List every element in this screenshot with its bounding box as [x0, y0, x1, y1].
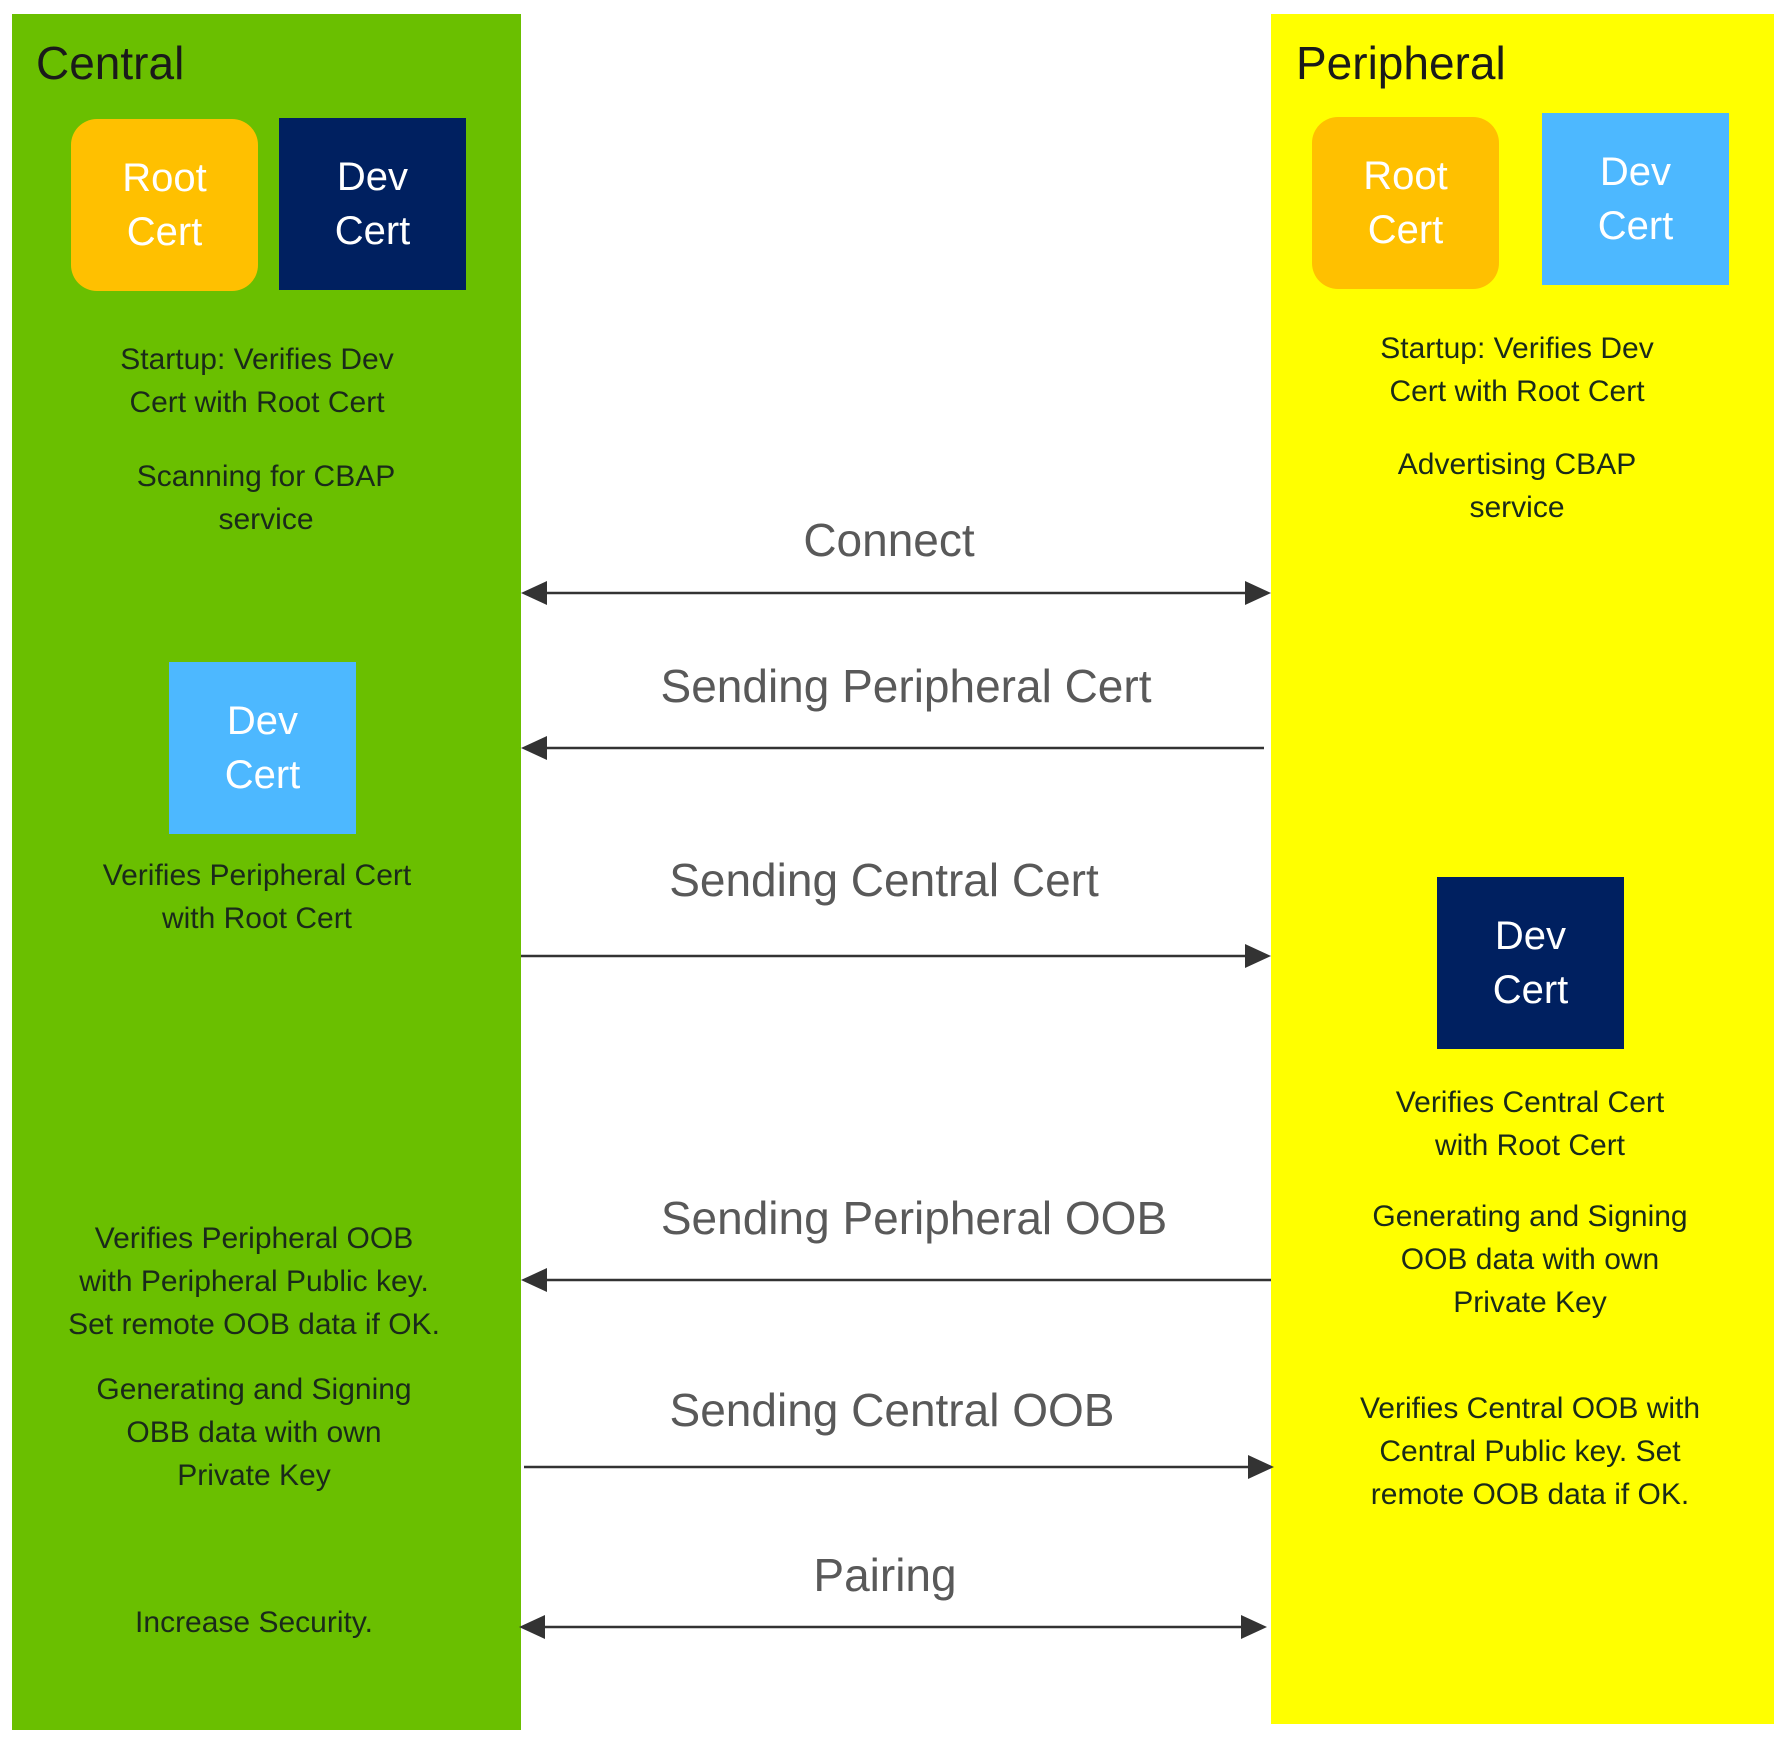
central-received-dev-cert: Dev Cert [169, 662, 356, 834]
peripheral-generate-oob-note: Generating and Signing OOB data with own… [1330, 1195, 1730, 1324]
central-generate-oob-line2: OBB data with own [126, 1416, 382, 1449]
central-verify-cert-line2: with Root Cert [161, 902, 353, 935]
central-verify-oob-line2: with Peripheral Public key. [79, 1265, 429, 1298]
message-label-sending-peripheral-cert: Sending Peripheral Cert [660, 660, 1152, 712]
central-verify-cert-note: Verifies Peripheral Cert with Root Cert [57, 854, 457, 940]
central-scanning-line2: service [218, 503, 314, 536]
arrowhead-right [1245, 944, 1271, 968]
central-verify-cert-line1: Verifies Peripheral Cert [102, 859, 412, 892]
central-increase-security-note: Increase Security. [135, 1606, 373, 1639]
central-dev-cert-line2: Cert [334, 209, 411, 253]
arrow-sending-peripheral-oob [521, 1268, 1271, 1292]
central-startup-line2: Cert with Root Cert [129, 386, 385, 419]
peripheral-advertising-line2: service [1469, 491, 1565, 524]
peripheral-generate-oob-line1: Generating and Signing [1372, 1200, 1688, 1233]
peripheral-root-cert: Root Cert [1312, 117, 1499, 289]
peripheral-received-cert-line1: Dev [1494, 914, 1567, 958]
central-generate-oob-line3: Private Key [177, 1459, 331, 1492]
central-received-cert-line2: Cert [224, 753, 301, 797]
peripheral-advertising-line1: Advertising CBAP [1397, 448, 1637, 481]
peripheral-verify-oob-note: Verifies Central OOB with Central Public… [1320, 1387, 1740, 1516]
central-startup-line1: Startup: Verifies Dev [120, 343, 394, 376]
arrowhead-left [521, 736, 547, 760]
peripheral-verify-oob-line3: remote OOB data if OK. [1370, 1478, 1690, 1511]
peripheral-startup-note: Startup: Verifies Dev Cert with Root Cer… [1317, 327, 1717, 413]
central-root-cert-line1: Root [122, 156, 207, 200]
peripheral-generate-oob-line3: Private Key [1453, 1286, 1607, 1319]
peripheral-startup-line1: Startup: Verifies Dev [1380, 332, 1654, 365]
central-generate-oob-line1: Generating and Signing [96, 1373, 412, 1406]
central-root-cert: Root Cert [71, 119, 258, 291]
arrowhead-left [521, 581, 547, 605]
central-startup-note: Startup: Verifies Dev Cert with Root Cer… [57, 338, 457, 424]
central-title: Central [36, 37, 185, 89]
message-label-sending-central-cert: Sending Central Cert [669, 854, 1099, 906]
arrow-pairing [519, 1615, 1267, 1639]
peripheral-verify-oob-line2: Central Public key. Set [1379, 1435, 1681, 1468]
central-lane [12, 14, 521, 1730]
central-dev-cert: Dev Cert [279, 118, 466, 290]
central-received-cert-line1: Dev [226, 699, 299, 743]
peripheral-dev-cert: Dev Cert [1542, 113, 1729, 285]
peripheral-dev-cert-line2: Cert [1597, 204, 1674, 248]
message-label-sending-central-oob: Sending Central OOB [669, 1384, 1115, 1436]
arrowhead-left [521, 1268, 547, 1292]
peripheral-verify-cert-line2: with Root Cert [1434, 1129, 1626, 1162]
message-label-sending-peripheral-oob: Sending Peripheral OOB [660, 1192, 1168, 1244]
peripheral-verify-cert-line1: Verifies Central Cert [1395, 1086, 1665, 1119]
central-dev-cert-line1: Dev [336, 155, 409, 199]
peripheral-root-cert-line2: Cert [1367, 208, 1444, 252]
arrowhead-right [1241, 1615, 1267, 1639]
arrow-connect [521, 581, 1271, 605]
peripheral-dev-cert-line1: Dev [1599, 150, 1672, 194]
peripheral-startup-line2: Cert with Root Cert [1389, 375, 1645, 408]
peripheral-verify-oob-line1: Verifies Central OOB with [1359, 1392, 1701, 1425]
central-verify-oob-note: Verifies Peripheral OOB with Peripheral … [34, 1217, 474, 1346]
central-verify-oob-line3: Set remote OOB data if OK. [68, 1308, 440, 1341]
message-label-connect: Connect [803, 514, 975, 566]
arrow-sending-central-cert [521, 944, 1271, 968]
peripheral-advertising-note: Advertising CBAP service [1317, 443, 1717, 529]
arrow-sending-peripheral-cert [521, 736, 1264, 760]
arrow-sending-central-oob [524, 1455, 1274, 1479]
arrowhead-right [1245, 581, 1271, 605]
central-scanning-line1: Scanning for CBAP [136, 460, 396, 493]
peripheral-root-cert-line1: Root [1363, 154, 1448, 198]
peripheral-received-cert-line2: Cert [1492, 968, 1569, 1012]
peripheral-title: Peripheral [1296, 37, 1506, 89]
message-label-pairing: Pairing [813, 1549, 957, 1601]
central-root-cert-line2: Cert [126, 210, 203, 254]
arrowhead-left [519, 1615, 545, 1639]
peripheral-lane [1271, 14, 1774, 1724]
arrowhead-right [1248, 1455, 1274, 1479]
central-generate-oob-note: Generating and Signing OBB data with own… [54, 1368, 454, 1497]
peripheral-verify-cert-note: Verifies Central Cert with Root Cert [1330, 1081, 1730, 1167]
central-scanning-note: Scanning for CBAP service [66, 455, 466, 541]
peripheral-received-dev-cert: Dev Cert [1437, 877, 1624, 1049]
central-verify-oob-line1: Verifies Peripheral OOB [94, 1222, 414, 1255]
peripheral-generate-oob-line2: OOB data with own [1400, 1243, 1660, 1276]
